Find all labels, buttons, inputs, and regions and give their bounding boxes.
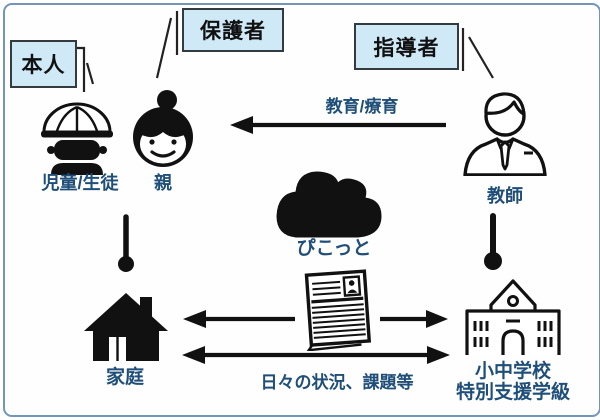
callout-instructor-leader <box>461 28 494 79</box>
school-icon <box>465 279 561 355</box>
callout-instructor-label: 指導者 <box>373 36 440 60</box>
businessman-icon <box>463 92 547 176</box>
arrow-doc-to-school <box>380 310 448 328</box>
report-document-icon <box>304 269 372 351</box>
callout-guardian: 保護者 <box>182 8 284 52</box>
arrow-teacher-to-parent <box>230 116 446 134</box>
cloud-icon <box>276 171 382 238</box>
student-label: 児童/生徒 <box>41 173 119 193</box>
daily-status-flow-label: 日々の状況、課題等 <box>260 373 414 392</box>
arrow-doc-to-home <box>183 310 295 328</box>
education-flow-label: 教育/療育 <box>325 97 399 116</box>
mother-icon <box>133 90 193 167</box>
connector-parent-home <box>118 214 134 272</box>
callout-self: 本人 <box>10 40 77 88</box>
callout-guardian-leader <box>155 11 179 79</box>
school-label-line2: 特別支援学級 <box>455 382 571 403</box>
parent-label: 親 <box>154 173 172 193</box>
connector-teacher-school <box>484 213 502 270</box>
callout-self-leader <box>77 46 95 92</box>
school-label-line1: 小中学校 <box>474 361 552 382</box>
callout-guardian-label: 保護者 <box>200 20 266 43</box>
school-label: 小中学校 特別支援学級 <box>456 361 570 403</box>
callout-self-label: 本人 <box>21 54 66 77</box>
cloud-label: ぴこっと <box>296 238 372 259</box>
diagram-canvas: 本人 保護者 指導者 児童/生徒 親 教師 ぴこっと <box>3 3 600 417</box>
callout-instructor: 指導者 <box>354 23 459 70</box>
student-cap-icon <box>41 102 113 175</box>
house-icon <box>84 293 168 361</box>
teacher-label: 教師 <box>487 186 523 206</box>
home-label: 家庭 <box>105 367 145 388</box>
